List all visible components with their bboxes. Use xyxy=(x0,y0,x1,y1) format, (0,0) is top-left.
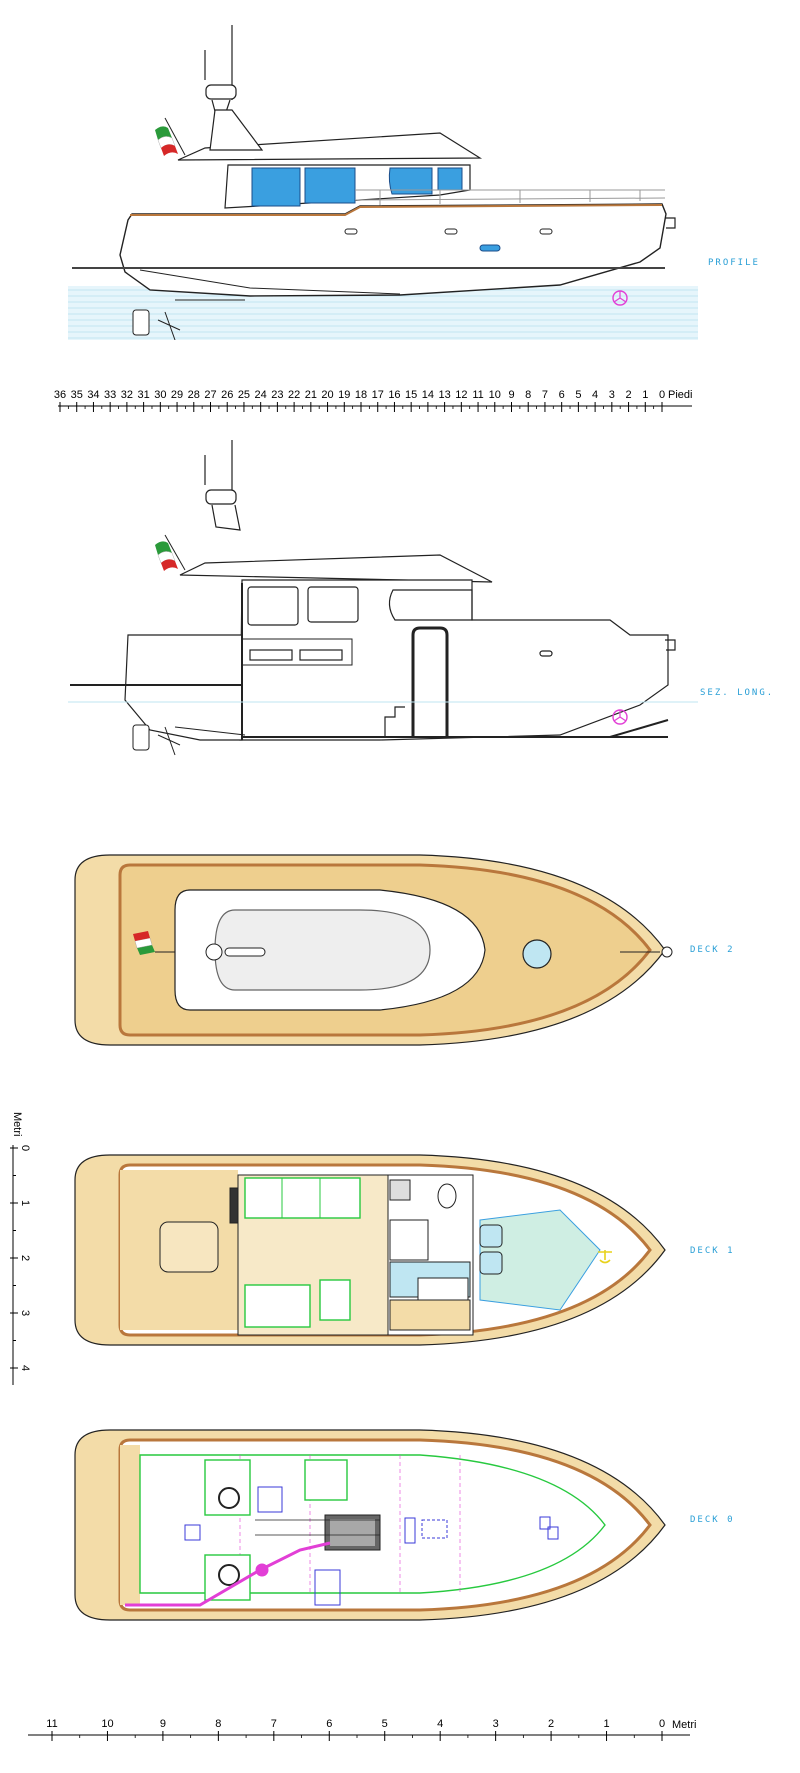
scale-tick-label: 8 xyxy=(525,389,531,401)
scale-tick-label: 2 xyxy=(625,389,631,401)
scale-tick-label: 25 xyxy=(238,389,250,401)
vscale-tick-label: 0 xyxy=(19,1145,31,1151)
scale-tick-label: 18 xyxy=(355,389,367,401)
deck1-forward-berth xyxy=(479,1209,601,1311)
scale-tick-label: 33 xyxy=(104,389,116,401)
scale-tick-label: 3 xyxy=(609,389,615,401)
deck2-drawing xyxy=(74,854,673,1046)
hull-profile xyxy=(72,203,676,306)
scale-tick-label: 6 xyxy=(559,389,565,401)
scale-tick-label: 6 xyxy=(326,1718,332,1730)
scale-tick-label: 9 xyxy=(160,1718,166,1730)
profile-drawing xyxy=(68,25,698,340)
scale-tick-label: 4 xyxy=(592,389,598,401)
scale-tick-label: 35 xyxy=(71,389,83,401)
deck2-cabin-roof xyxy=(174,889,486,1011)
deck1-drawing xyxy=(74,1154,666,1346)
scale-tick-label: 26 xyxy=(221,389,233,401)
scale-tick-label: 27 xyxy=(204,389,216,401)
scale-tick-label: 11 xyxy=(46,1718,57,1730)
deck0-label: DECK 0 xyxy=(690,1515,735,1525)
scale-tick-label: 0 xyxy=(659,389,665,401)
italian-flag xyxy=(155,534,186,571)
deck2-fittings xyxy=(205,939,673,969)
scale-tick-label: 13 xyxy=(438,389,450,401)
deck0-view: DECK 0 xyxy=(0,1415,800,1655)
scale-tick-label: 8 xyxy=(215,1718,221,1730)
italian-flag xyxy=(155,117,186,156)
scale-tick-label: 36 xyxy=(54,389,66,401)
vscale-tick-label: 4 xyxy=(19,1365,31,1371)
scale-tick-label: 16 xyxy=(388,389,400,401)
vertical-unit-label: Metri xyxy=(11,1112,23,1136)
vertical-metre-scale: Metri 0 1 2 3 4 xyxy=(0,1110,40,1390)
scale-tick-label: 22 xyxy=(288,389,300,401)
running-gear xyxy=(132,724,246,756)
scale-tick-label: 2 xyxy=(548,1718,554,1730)
deck0-exhaust xyxy=(125,1541,331,1607)
deck1-head-galley xyxy=(387,1174,474,1336)
scale-tick-label: 28 xyxy=(188,389,200,401)
scale-tick-label: 10 xyxy=(101,1718,113,1730)
scale-tick-label: 29 xyxy=(171,389,183,401)
vscale-tick-label: 2 xyxy=(19,1255,31,1261)
scale-tick-label: 1 xyxy=(603,1718,609,1730)
vscale-tick-label: 3 xyxy=(19,1310,31,1316)
scale-tick-label: 0 xyxy=(659,1718,665,1730)
cabin-windows xyxy=(251,167,463,207)
scale-tick-label: 7 xyxy=(542,389,548,401)
scale-tick-label: 31 xyxy=(137,389,149,401)
anchor-locker xyxy=(598,1250,612,1264)
deck2-view: DECK 2 xyxy=(0,840,800,1060)
profile-view: PROFILE xyxy=(0,0,800,340)
scale-tick-label: 21 xyxy=(305,389,317,401)
scale-tick-label: 20 xyxy=(321,389,333,401)
mast xyxy=(204,440,241,531)
scale-tick-label: 32 xyxy=(121,389,133,401)
scale-tick-label: 11 xyxy=(472,389,483,401)
deck-rail xyxy=(354,189,666,206)
italian-flag xyxy=(133,931,175,955)
scale-tick-label: 4 xyxy=(437,1718,443,1730)
vertical-scale-bar: Metri 0 1 2 3 4 xyxy=(10,1112,31,1385)
scale-tick-label: 23 xyxy=(271,389,283,401)
scale-tick-label: 7 xyxy=(271,1718,277,1730)
deck1-view: DECK 1 xyxy=(0,1140,800,1370)
deck0-engine xyxy=(255,1514,381,1551)
section-view: SEZ. LONG. xyxy=(0,435,800,770)
scale-tick-label: 14 xyxy=(422,389,434,401)
deck2-label: DECK 2 xyxy=(690,945,735,955)
running-gear xyxy=(132,299,245,340)
section-label: SEZ. LONG. xyxy=(700,688,775,698)
thruster xyxy=(612,709,628,725)
scale-tick-label: 30 xyxy=(154,389,166,401)
scale-tick-label: 5 xyxy=(575,389,581,401)
scale-tick-label: 9 xyxy=(508,389,514,401)
scale-tick-label: 12 xyxy=(455,389,467,401)
deck0-equipment xyxy=(184,1486,559,1606)
section-structure xyxy=(70,554,676,741)
scale-tick-label: 15 xyxy=(405,389,417,401)
scale-tick-label: 5 xyxy=(382,1718,388,1730)
scale-tick-label: 1 xyxy=(642,389,648,401)
deck1-saloon xyxy=(229,1174,389,1336)
scale-tick-label: 17 xyxy=(372,389,384,401)
profile-label: PROFILE xyxy=(708,258,760,268)
mast xyxy=(204,25,237,116)
feet-unit-label: Piedi xyxy=(668,389,692,401)
scale-tick-label: 3 xyxy=(493,1718,499,1730)
deck1-label: DECK 1 xyxy=(690,1246,735,1256)
scale-tick-label: 34 xyxy=(87,389,99,401)
scale-tick-label: 10 xyxy=(489,389,501,401)
scale-tick-label: 19 xyxy=(338,389,350,401)
metre-unit-label: Metri xyxy=(672,1719,696,1731)
deck0-drawing xyxy=(74,1429,666,1621)
vscale-tick-label: 1 xyxy=(19,1200,31,1206)
section-drawing xyxy=(68,440,698,756)
scale-tick-label: 24 xyxy=(255,389,267,401)
